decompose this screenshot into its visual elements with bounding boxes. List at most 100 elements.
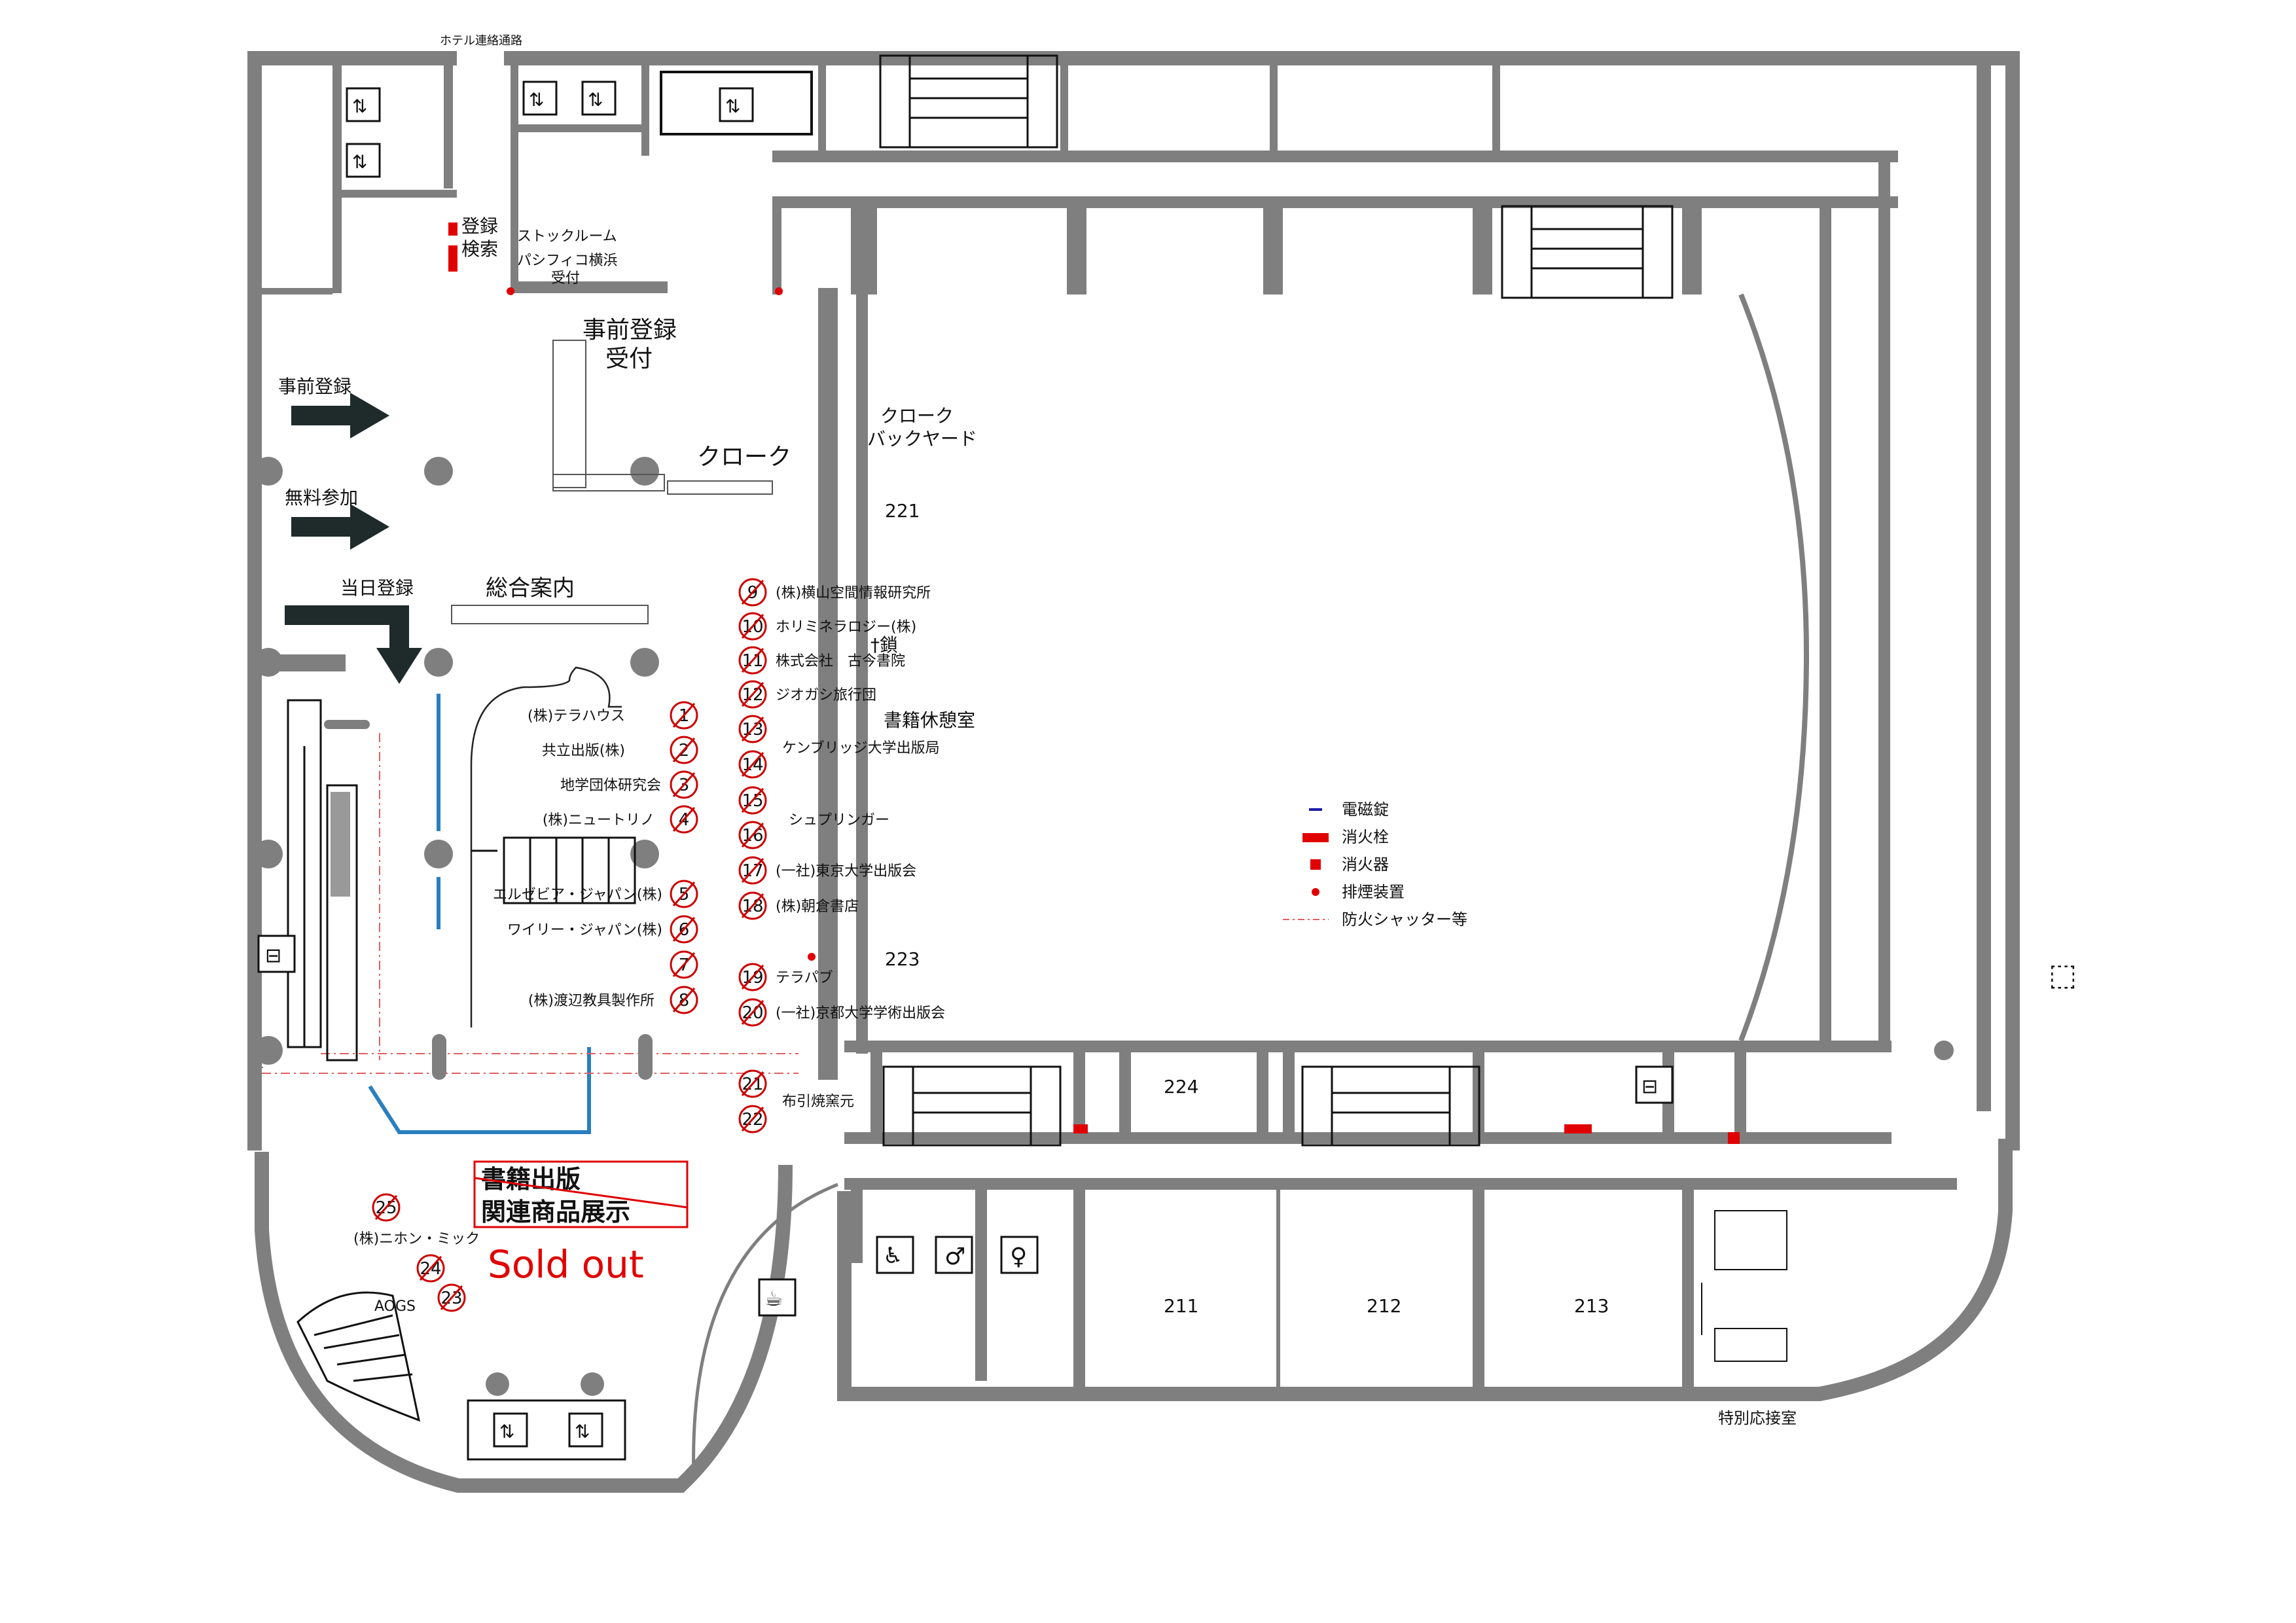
stage-curve xyxy=(470,666,622,1027)
book-fair-strike xyxy=(474,1177,688,1209)
registration-desks xyxy=(451,340,773,624)
booth-10: 10ホリミネラロジー(株) xyxy=(738,612,916,641)
pre-registration-reception-label: 事前登録 xyxy=(583,317,677,344)
book-fair-title-1: 書籍出版 xyxy=(481,1165,581,1194)
staircase-bottom xyxy=(882,1065,1480,1147)
cloak-backyard-label: クローク xyxy=(880,405,954,427)
booth-18: 18(株)朝倉書店 xyxy=(738,891,859,920)
legend-label: 防火シャッター等 xyxy=(1342,910,1467,929)
sold-out-slash xyxy=(374,1195,398,1220)
staircase-bottom-left xyxy=(296,1291,626,1461)
sold-out-slash xyxy=(419,1256,442,1281)
booth-name: 共立出版(株) xyxy=(542,743,625,759)
booth-5: 5エルゼビア・ジャパン(株) xyxy=(493,880,698,908)
booth-name: テラパブ xyxy=(776,970,833,986)
male-toilet-icon: ♂ xyxy=(944,1243,965,1270)
legend-item-red-dot: 排煙装置 xyxy=(1312,883,1405,901)
escalator-icon: ⊟ xyxy=(265,944,281,967)
legend-symbol xyxy=(1312,888,1319,896)
cloak-backyard-label-2: バックヤード xyxy=(867,428,977,450)
booth-name: (一社)東京大学出版会 xyxy=(776,863,916,880)
booth-9: 9(株)横山空間情報研究所 xyxy=(738,578,931,607)
fire-hydrant-marker xyxy=(448,223,457,236)
booth-name: (一社)京都大学学術出版会 xyxy=(776,1005,945,1022)
booth-12: 12ジオガシ旅行団 xyxy=(738,680,876,709)
sold-out-label: Sold out xyxy=(488,1242,644,1287)
booth-name: ホリミネラロジー(株) xyxy=(776,619,916,635)
sold-out-slash xyxy=(672,917,696,942)
registration-search-label-2: 検索 xyxy=(461,238,498,260)
book-fair-banner xyxy=(473,1160,689,1228)
special-reception-room-label: 特別応接室 xyxy=(1718,1409,1797,1427)
booth-22: 22布引焼窯元 xyxy=(738,1094,854,1133)
sold-out-slash xyxy=(672,772,696,797)
elevator-icon: ⇅ xyxy=(575,1421,590,1442)
booth-23: 23AOGS xyxy=(374,1283,466,1315)
elevator-icon: ⇅ xyxy=(352,151,367,173)
reception-furniture xyxy=(1701,1210,1787,1362)
fire-equipment xyxy=(507,287,1740,1144)
booth-8: 8(株)渡辺教具製作所 xyxy=(528,986,698,1014)
sold-out-slash xyxy=(741,893,764,918)
legend-label: 排煙装置 xyxy=(1342,883,1405,901)
elevator-bottom-box xyxy=(493,1412,528,1448)
booth-17: 17(一社)東京大学出版会 xyxy=(738,856,916,885)
booth-name: (株)ニュートリノ xyxy=(543,812,655,829)
booth-16: 16 xyxy=(738,821,767,849)
sold-out-slash xyxy=(672,952,696,977)
booth-7: 7 xyxy=(670,950,698,979)
booth-name: (株)テラハウス xyxy=(528,708,625,724)
sold-out-slash xyxy=(672,882,696,906)
booth-name: 布引焼窯元 xyxy=(782,1094,854,1110)
booth-name: (株)朝倉書店 xyxy=(776,899,859,915)
staircase-top xyxy=(879,54,1674,299)
room-223-label: 223 xyxy=(885,948,920,970)
booth-2: 2共立出版(株) xyxy=(542,736,698,764)
booth-name: ジオガシ旅行団 xyxy=(776,687,876,704)
registration-search-label: 登録 xyxy=(461,215,498,237)
elevator-icon: ⇅ xyxy=(588,89,603,111)
fire-hydrant-marker-2 xyxy=(448,245,457,272)
cafe-curve xyxy=(692,1183,838,1480)
sold-out-slash xyxy=(741,682,764,707)
sold-out-slash xyxy=(672,807,696,832)
booth-name: ワイリー・ジャパン(株) xyxy=(507,922,662,938)
booth-name: エルゼビア・ジャパン(株) xyxy=(493,887,662,903)
female-toilet-icon: ♀ xyxy=(1010,1243,1027,1270)
lobby-arrows xyxy=(285,393,422,684)
booth-name: シュプリンガー xyxy=(789,812,889,829)
arrow-label-free-participation: 無料参加 xyxy=(285,487,358,508)
booth-14: 14ケンブリッジ大学出版局 xyxy=(738,740,940,779)
info-desk-label: 総合案内 xyxy=(486,575,575,601)
escalator-icon-box xyxy=(257,935,296,973)
sold-out-slash xyxy=(440,1285,463,1310)
hotel-passage-label: ホテル連絡通路 xyxy=(440,34,522,48)
cafe-box xyxy=(758,1278,797,1317)
legend-label: 消火栓 xyxy=(1342,828,1389,846)
sold-out-slash xyxy=(741,580,764,605)
baggage-box xyxy=(1635,1065,1674,1104)
booth-name: (株)ニホン・ミック xyxy=(353,1231,480,1247)
elevator-icon: ⇅ xyxy=(725,96,740,117)
booth-name: 地学団体研究会 xyxy=(560,777,661,794)
arrow-label-same-day-registration: 当日登録 xyxy=(340,577,414,599)
booth-name: 株式会社 古今書院 xyxy=(776,653,905,669)
room-211-label: 211 xyxy=(1164,1295,1198,1317)
legend-symbol xyxy=(1310,859,1321,870)
pacifico-reception-label-2: 受付 xyxy=(551,270,580,287)
pre-registration-reception-label-2: 受付 xyxy=(605,346,653,372)
main-hall-curve xyxy=(1738,293,1810,1042)
room-221-label: 221 xyxy=(885,500,920,522)
sold-out-slash xyxy=(741,717,764,741)
columns xyxy=(254,457,1954,1396)
baggage-icon: ⊟ xyxy=(1641,1075,1658,1098)
legend-label: 消火器 xyxy=(1342,855,1389,874)
elevator-icon: ⇅ xyxy=(529,89,544,111)
legend-item-red-bar: 消火栓 xyxy=(1302,828,1389,846)
elevator-group-top: ⇅ ⇅ ⇅ ⇅ ⇅ xyxy=(346,71,813,178)
legend-item-red-dashdot: 防火シャッター等 xyxy=(1283,910,1467,929)
room-224-label: 224 xyxy=(1164,1076,1198,1097)
booth-name: (株)横山空間情報研究所 xyxy=(776,585,931,601)
exit-icon: ⬚ xyxy=(2049,957,2077,992)
sold-out-slash xyxy=(741,1071,764,1096)
